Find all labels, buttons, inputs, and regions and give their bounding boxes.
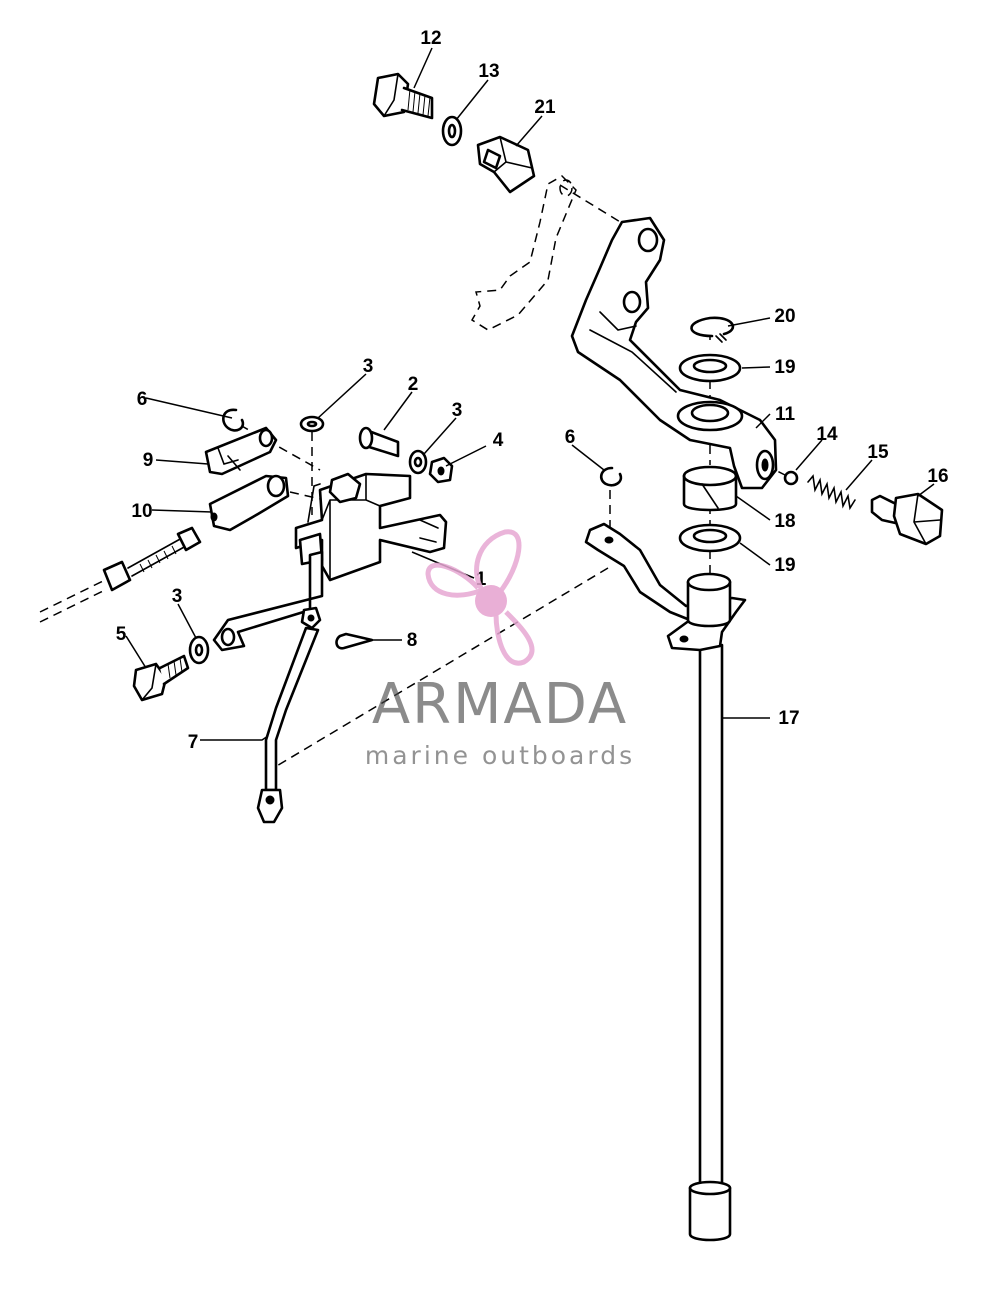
callout-20: 20 xyxy=(774,306,795,327)
callout-12: 12 xyxy=(420,28,441,49)
callout-7: 7 xyxy=(188,732,199,753)
part-21-clamp xyxy=(476,135,536,194)
part-17-shift-shaft xyxy=(584,522,747,1242)
part-3-washer-top xyxy=(299,415,325,433)
part-8-cotter-pin xyxy=(335,632,374,650)
callout-14: 14 xyxy=(816,424,838,445)
callout-1: 1 xyxy=(476,569,487,590)
callout-15: 15 xyxy=(867,442,889,463)
callout-8: 8 xyxy=(407,630,418,651)
callout-3-left: 3 xyxy=(172,586,183,607)
callout-16: 16 xyxy=(927,466,948,487)
part-6-clip-left xyxy=(222,408,245,432)
callout-13: 13 xyxy=(478,61,499,82)
part-9-link xyxy=(204,426,278,476)
callout-3-mid: 3 xyxy=(452,400,463,421)
part-1-shift-bracket xyxy=(212,472,448,652)
part-18-bushing xyxy=(682,465,738,512)
propeller-icon xyxy=(425,529,535,666)
callout-19-upper: 19 xyxy=(774,357,795,378)
part-14-ball xyxy=(783,470,799,486)
bracket-outline-dashed xyxy=(470,175,577,331)
callout-3-top: 3 xyxy=(363,356,374,377)
part-13-washer xyxy=(441,115,463,147)
callout-10: 10 xyxy=(131,501,152,522)
part-4-nut xyxy=(428,456,454,484)
callout-6-left: 6 xyxy=(137,389,148,410)
callout-2: 2 xyxy=(408,374,419,395)
part-10-cable-end xyxy=(208,474,290,532)
part-15-spring xyxy=(807,474,856,511)
callout-9: 9 xyxy=(143,450,154,471)
part-16-plug xyxy=(870,492,944,546)
part-11-shift-lever xyxy=(570,216,778,490)
part-2-pin xyxy=(358,426,400,458)
part-3-washer-left xyxy=(188,635,210,665)
callout-4: 4 xyxy=(493,430,504,451)
part-19-washer-lower xyxy=(678,523,742,553)
callout-17: 17 xyxy=(778,708,799,729)
callout-18: 18 xyxy=(774,511,795,532)
part-3-washer-mid xyxy=(408,449,428,475)
callout-21: 21 xyxy=(534,97,556,118)
part-5-bolt xyxy=(132,654,190,702)
cable-threaded-rod xyxy=(102,526,202,592)
part-6-clip-right xyxy=(599,466,623,487)
armada-watermark: ARMADA marine outboards xyxy=(365,529,635,770)
part-20-snap-ring xyxy=(690,316,735,343)
part-7-link-rod xyxy=(256,606,322,824)
callout-leaders xyxy=(125,47,935,741)
part-19-washer-upper xyxy=(678,353,742,383)
callout-5: 5 xyxy=(116,624,127,645)
callout-labels: 12 13 21 20 19 11 14 15 16 18 19 17 6 3 … xyxy=(116,28,949,753)
watermark-subtitle: marine outboards xyxy=(365,741,635,770)
callout-6-right: 6 xyxy=(565,427,576,448)
part-12-bolt xyxy=(372,72,434,120)
callout-11: 11 xyxy=(775,404,796,425)
watermark-title: ARMADA xyxy=(372,672,628,737)
callout-19-lower: 19 xyxy=(774,555,795,576)
